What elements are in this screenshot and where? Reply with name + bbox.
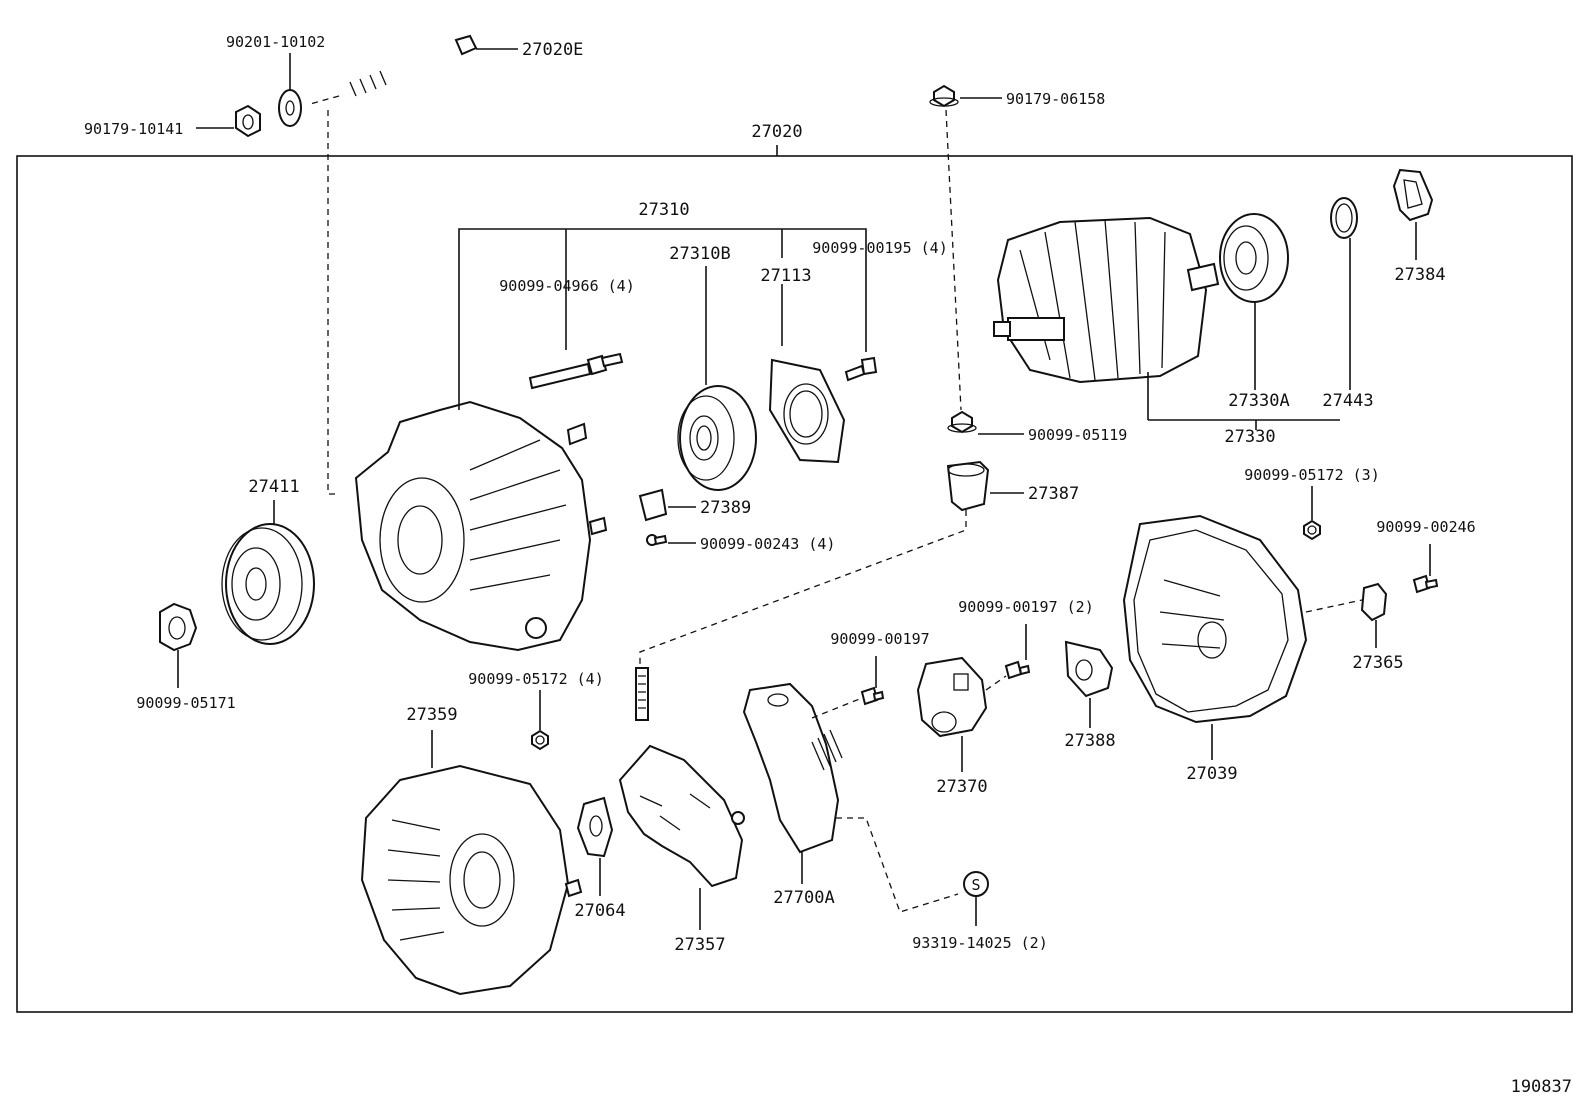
- label-90099-05171: 90099-05171: [136, 694, 235, 712]
- rectifier-end-frame-27359[interactable]: [360, 764, 583, 996]
- label-90099-05119: 90099-05119: [1028, 426, 1127, 444]
- nut-90099-05172-3[interactable]: [1303, 519, 1321, 541]
- bearing-27330A[interactable]: [1219, 213, 1289, 303]
- label-27310: 27310: [638, 200, 689, 220]
- screw-90099-00197[interactable]: [860, 686, 885, 706]
- label-27064: 27064: [574, 901, 625, 921]
- label-27443: 27443: [1322, 391, 1373, 411]
- retainer-plate-27113[interactable]: [768, 358, 846, 464]
- label-27365: 27365: [1352, 653, 1403, 673]
- bearing-27310B[interactable]: [677, 385, 757, 491]
- label-90099-00195: 90099-00195 (4): [812, 239, 947, 257]
- ring-27443[interactable]: [1330, 197, 1358, 239]
- label-90099-04966: 90099-04966 (4): [499, 277, 634, 295]
- nut-90179-10141[interactable]: [235, 104, 261, 138]
- label-27388: 27388: [1064, 731, 1115, 751]
- label-27330: 27330: [1224, 427, 1275, 447]
- cover-27384[interactable]: [1392, 168, 1434, 222]
- regulator-27700A[interactable]: [742, 682, 843, 854]
- label-90201-10102: 90201-10102: [226, 33, 325, 51]
- label-90099-00197: 90099-00197: [830, 630, 929, 648]
- label-90099-00246: 90099-00246: [1376, 518, 1475, 536]
- nut-90099-05172-4[interactable]: [531, 729, 549, 751]
- stud-90099-04966[interactable]: [528, 352, 624, 390]
- screw-90099-00243[interactable]: [646, 534, 668, 546]
- rear-end-frame-27039[interactable]: [1122, 514, 1308, 724]
- label-27113: 27113: [760, 266, 811, 286]
- nut-90179-06158[interactable]: [929, 84, 959, 108]
- label-27389: 27389: [700, 498, 751, 518]
- label-27387: 27387: [1028, 484, 1079, 504]
- screw-90099-00195[interactable]: [844, 356, 878, 382]
- insulator-27387[interactable]: [946, 460, 990, 512]
- insulator-27064[interactable]: [576, 796, 614, 858]
- label-27411: 27411: [248, 477, 299, 497]
- label-27700A: 27700A: [773, 888, 834, 908]
- screw-90099-00246[interactable]: [1412, 574, 1439, 594]
- cap-27389[interactable]: [638, 488, 668, 522]
- screw-90099-00197-2[interactable]: [1004, 660, 1031, 680]
- label-90099-05172-3: 90099-05172 (3): [1244, 466, 1379, 484]
- label-27020E: 27020E: [522, 40, 583, 60]
- nut-90099-05171[interactable]: [159, 602, 198, 652]
- label-27384: 27384: [1394, 265, 1445, 285]
- label-90099-00197-2: 90099-00197 (2): [958, 598, 1093, 616]
- label-27310B: 27310B: [669, 244, 730, 264]
- s-mark-93319-14025[interactable]: S: [963, 871, 989, 897]
- drive-end-frame[interactable]: [354, 400, 608, 652]
- diagram-id: 190837: [1511, 1077, 1572, 1097]
- label-27357: 27357: [674, 935, 725, 955]
- rotor-assembly[interactable]: [993, 216, 1220, 384]
- label-90099-05172-4: 90099-05172 (4): [468, 670, 603, 688]
- pulley-27411[interactable]: [221, 523, 315, 645]
- brush-holder-27370[interactable]: [916, 656, 988, 738]
- bushing-90099-05119[interactable]: [947, 410, 977, 434]
- label-90179-10141: 90179-10141: [84, 120, 183, 138]
- washer-90201-10102[interactable]: [278, 89, 302, 127]
- label-27330A: 27330A: [1228, 391, 1289, 411]
- cap-27365[interactable]: [1360, 582, 1388, 622]
- label-27039: 27039: [1186, 764, 1237, 784]
- through-bolt-27020E[interactable]: [349, 34, 478, 97]
- cover-27388[interactable]: [1064, 640, 1114, 698]
- assembly-label: 27020: [751, 122, 802, 142]
- label-90179-06158: 90179-06158: [1006, 90, 1105, 108]
- label-93319-14025: 93319-14025 (2): [912, 934, 1047, 952]
- label-90099-00243: 90099-00243 (4): [700, 535, 835, 553]
- rectifier-27357[interactable]: [618, 667, 745, 888]
- assembly-frame: [16, 155, 1573, 1013]
- label-27370: 27370: [936, 777, 987, 797]
- group-bracket-27310: [458, 228, 867, 401]
- label-27359: 27359: [406, 705, 457, 725]
- s-mark-letter: S: [971, 876, 980, 894]
